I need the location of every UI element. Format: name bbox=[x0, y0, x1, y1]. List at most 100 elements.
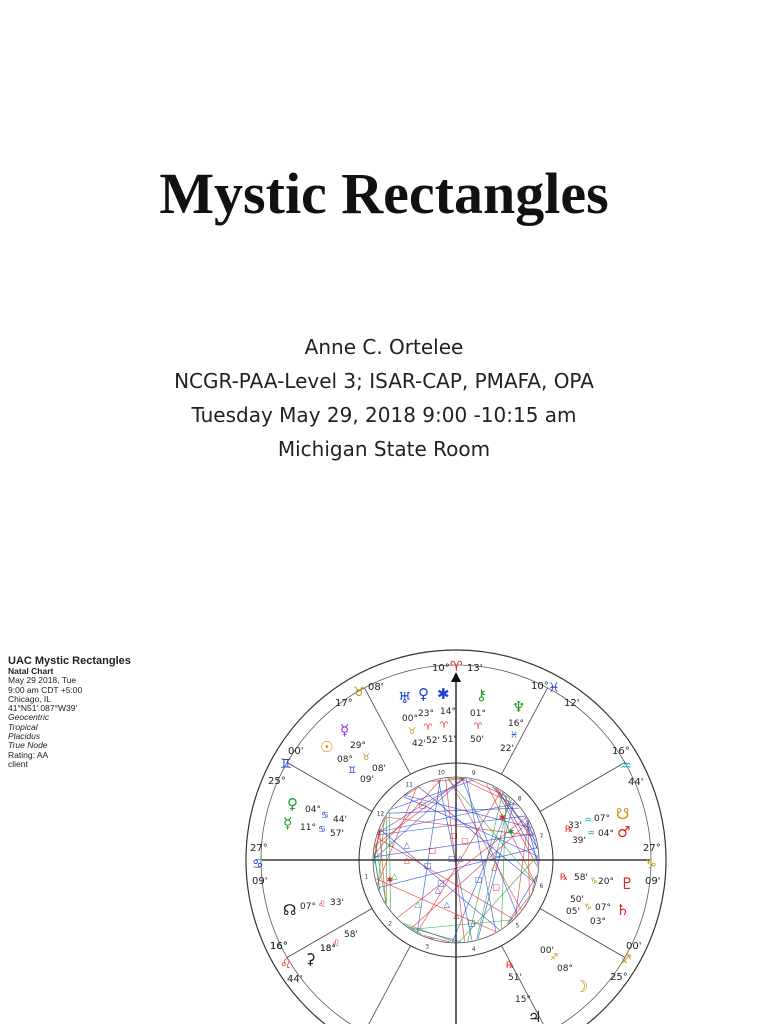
aspect-line bbox=[376, 837, 514, 920]
cusp-label-desc-deg: 27° bbox=[643, 843, 661, 854]
planet-positions: ♅ 00° ♉ 42' ♀ 23° ♈ 52' ✱ 14° ♈ 51' ⚷ 01… bbox=[283, 685, 634, 1024]
aspect-line bbox=[412, 919, 513, 930]
house-number: 12 bbox=[377, 810, 385, 817]
cancer-icon: ♋ bbox=[321, 811, 329, 821]
house-cusp-lines bbox=[286, 687, 626, 1024]
mercury-icon: ☿ bbox=[340, 721, 349, 739]
aspect-glyph-icon: △ bbox=[415, 900, 422, 909]
sagittarius-icon: ♐ bbox=[550, 953, 558, 963]
house-number: 6 bbox=[540, 883, 544, 890]
aspect-line bbox=[466, 778, 497, 932]
venus-icon: ♀ bbox=[418, 685, 429, 703]
aspect-glyph-icon: □ bbox=[475, 875, 483, 884]
aspect-line bbox=[476, 797, 510, 940]
planet-value: 08° bbox=[337, 755, 353, 765]
aspect-glyph-icon: △ bbox=[392, 872, 399, 881]
house-number: 4 bbox=[472, 946, 476, 953]
aries-icon: ♈ bbox=[424, 723, 433, 733]
planet-value: 29° bbox=[350, 741, 366, 751]
aspect-line bbox=[374, 817, 386, 849]
aries-icon: ♈ bbox=[450, 659, 463, 675]
planet-value: 16° bbox=[508, 719, 524, 729]
aspect-line bbox=[458, 855, 539, 943]
aspect-glyph-icon: □ bbox=[468, 918, 476, 927]
planet-value: 51' bbox=[442, 735, 456, 745]
planet-value: 01° bbox=[470, 709, 486, 719]
aspect-line bbox=[388, 807, 520, 814]
planet-value: 39' bbox=[572, 836, 586, 846]
planet-value: 50' bbox=[570, 895, 584, 905]
planet-value: 22' bbox=[500, 744, 514, 754]
taurus-icon: ♉ bbox=[362, 753, 370, 763]
aspect-glyph-icon: △ bbox=[435, 886, 442, 895]
cusp-label-12-min: 44' bbox=[628, 777, 643, 788]
aspect-glyph-icon: □ bbox=[428, 846, 436, 855]
aspect-glyph-icon: △ bbox=[453, 911, 460, 920]
planet-value: 04° bbox=[598, 829, 614, 839]
ceres-icon: ⚳ bbox=[305, 950, 316, 968]
house-number: 1 bbox=[364, 874, 368, 881]
cusp-label-5-min: 25° bbox=[610, 972, 628, 983]
planet-value: 42' bbox=[412, 739, 426, 749]
cusp-label-leo-deg: 16° bbox=[270, 941, 288, 952]
aspect-line bbox=[379, 830, 386, 903]
cusp-label-asc-min: 09' bbox=[252, 876, 267, 887]
aspect-lines: △□△□✱△□△□△□✱△□△□△□✱△□△□△ bbox=[373, 777, 539, 943]
aspect-line bbox=[531, 875, 537, 891]
chart-info-subtitle: Natal Chart bbox=[8, 666, 54, 676]
aspect-line bbox=[467, 792, 504, 942]
pisces-icon: ♓ bbox=[510, 731, 518, 741]
aspect-line bbox=[416, 779, 441, 933]
aspect-line bbox=[386, 816, 535, 837]
cusp-label-2-deg: 18° bbox=[320, 944, 336, 954]
capricorn-icon: ♑ bbox=[590, 877, 598, 887]
cusp-label-11b-min: 08' bbox=[368, 682, 383, 693]
planet-value: 00' bbox=[540, 946, 554, 956]
aspect-line bbox=[432, 778, 467, 782]
house-cusp-line bbox=[539, 762, 626, 812]
aspect-glyph-icon: △ bbox=[444, 900, 451, 909]
aspect-line bbox=[397, 817, 527, 918]
aspect-line bbox=[515, 821, 529, 917]
aspect-line bbox=[373, 853, 381, 891]
house-cusp-line bbox=[286, 908, 373, 958]
aspect-glyph-icon: ✱ bbox=[508, 827, 515, 836]
mercury-icon: ☿ bbox=[283, 814, 292, 832]
aspect-glyph-icon: △ bbox=[404, 855, 411, 864]
aspect-line bbox=[404, 786, 420, 797]
moon-icon: ☽ bbox=[574, 977, 588, 996]
cusp-label-11-deg: 10° bbox=[531, 681, 549, 692]
author-credentials: NCGR-PAA-Level 3; ISAR-CAP, PMAFA, OPA bbox=[174, 369, 594, 393]
cusp-label-12b-min: 00' bbox=[288, 746, 303, 757]
midheaven-arrow-icon bbox=[451, 672, 461, 682]
aspect-glyph-icon: □ bbox=[437, 878, 445, 887]
planet-value: 52' bbox=[426, 736, 440, 746]
gemini-icon: ♊ bbox=[348, 766, 356, 776]
chart-info-line: 9:00 am CDT +5:00 bbox=[8, 684, 83, 695]
aspect-line bbox=[429, 937, 435, 940]
chart-info-line: May 29 2018, Tue bbox=[8, 675, 77, 686]
capricorn-icon: ♑ bbox=[645, 857, 657, 872]
cusp-label-leo-min: 44' bbox=[287, 974, 302, 985]
aspect-line bbox=[469, 778, 510, 799]
aspect-line bbox=[373, 779, 442, 855]
chart-info-footer: client bbox=[8, 758, 28, 769]
house-cusp-line bbox=[364, 687, 411, 775]
aspect-glyph-icon: □ bbox=[448, 854, 456, 863]
planet-value: 18° bbox=[320, 944, 336, 954]
planet-value: 11° bbox=[300, 823, 316, 833]
aspect-line bbox=[452, 799, 512, 943]
taurus-icon: ♉ bbox=[408, 727, 416, 737]
aspect-line bbox=[405, 795, 532, 829]
leo-icon: ♌ bbox=[280, 957, 292, 972]
cusp-labels: 10° ♈ 13' 10° ♓ 12' 16° ♒ 44' 27° ♑ 09' … bbox=[250, 659, 661, 985]
planet-value: 07° bbox=[594, 814, 610, 824]
neptune-icon: ♆ bbox=[512, 698, 525, 716]
star-icon: ✱ bbox=[437, 685, 450, 703]
aspect-line bbox=[373, 778, 464, 860]
aspect-line bbox=[403, 922, 455, 943]
chart-info-setting: Geocentric bbox=[8, 712, 50, 723]
aspect-line bbox=[423, 935, 450, 943]
aspect-line bbox=[377, 788, 417, 885]
sun-icon: ☉ bbox=[320, 738, 333, 756]
